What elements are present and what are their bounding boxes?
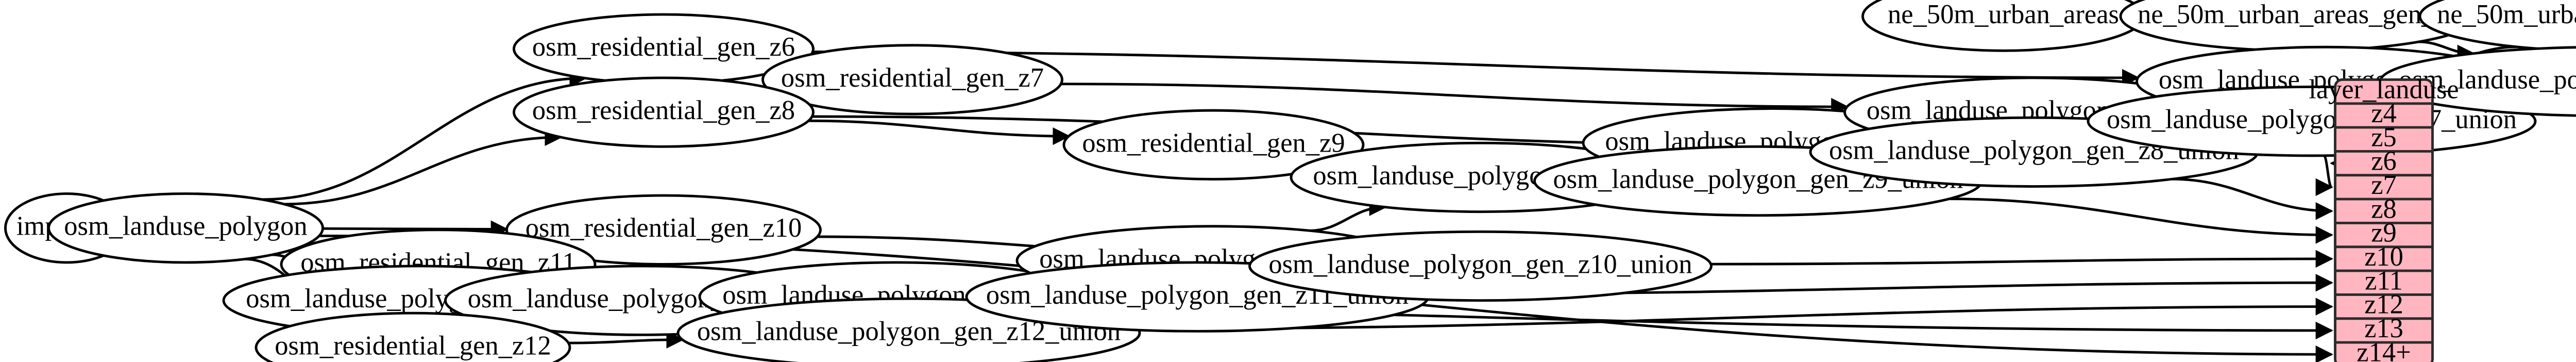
record-row-z4[interactable]: z4 — [2371, 98, 2397, 128]
node-ellipse — [2418, 0, 2576, 52]
node-label: osm_landuse_polygon — [64, 211, 307, 241]
edge-osm_landuse_polygon_gen_z9_union--to--layer_landuse_z9 — [1949, 198, 2333, 244]
edge-osm_landuse_polygon_gen_z7_union--to--layer_landuse_z7 — [2315, 154, 2333, 196]
record-row-z6[interactable]: z6 — [2371, 146, 2397, 176]
edge-osm_landuse_polygon_gen_z10_union--to--layer_landuse_z10 — [1710, 250, 2333, 268]
node-label: ne_50m_urban_areas — [1888, 0, 2119, 29]
record-row-z14plus[interactable]: z14+ — [2357, 337, 2411, 362]
node-label: osm_residential_gen_z8 — [532, 95, 795, 125]
node-ellipse — [1062, 109, 1365, 180]
node-ne_50m_urban_areas_gen_z4[interactable]: ne_50m_urban_areas_gen_z4 — [2418, 0, 2576, 52]
edge-osm_residential_gen_z12--to--osm_landuse_polygon_gen_z12_union — [568, 331, 684, 349]
node-label: osm_residential_gen_z7 — [781, 63, 1044, 93]
node-label: osm_residential_gen_z6 — [532, 32, 795, 62]
node-osm_residential_gen_z10[interactable]: osm_residential_gen_z10 — [505, 194, 822, 266]
record-row-z8[interactable]: z8 — [2371, 194, 2397, 224]
node-osm_landuse_polygon_gen_z10_union[interactable]: osm_landuse_polygon_gen_z10_union — [1248, 230, 1713, 302]
record-row-z11[interactable]: z11 — [2365, 266, 2403, 295]
node-osm_residential_gen_z6[interactable]: osm_residential_gen_z6 — [513, 13, 815, 85]
node-osm_residential_gen_z12[interactable]: osm_residential_gen_z12 — [255, 311, 571, 362]
node-label: osm_residential_gen_z9 — [1082, 128, 1345, 158]
node-ellipse — [505, 194, 822, 266]
edge-osm_residential_gen_z8--to--osm_residential_gen_z9 — [808, 119, 1071, 145]
record-row-z13[interactable]: z13 — [2364, 314, 2403, 343]
nodes-layer: imposm3osm_landuse_polygonosm_residentia… — [4, 0, 2576, 362]
edge-osm_landuse_polygon_gen_z8_union--to--layer_landuse_z8 — [2172, 177, 2333, 220]
edge-osm_landuse_polygon--to--osm_residential_gen_z6 — [262, 69, 587, 201]
record-row-z10[interactable]: z10 — [2364, 242, 2403, 272]
node-ellipse — [513, 76, 815, 148]
record-row-z5[interactable]: z5 — [2371, 122, 2397, 152]
node-label: osm_residential_gen_z10 — [526, 213, 802, 243]
edge-osm_landuse_polygon_gen_z12_union--to--layer_landuse_z12 — [1138, 298, 2333, 331]
node-ellipse — [255, 311, 571, 362]
node-label: osm_landuse_polygon_gen_z10_union — [1268, 249, 1692, 279]
node-label: ne_50m_urban_areas_gen_z4 — [2437, 0, 2576, 29]
edge-osm_residential_gen_z6--to--osm_landuse_polygon_gen_z6 — [812, 50, 2140, 87]
node-osm_residential_gen_z9[interactable]: osm_residential_gen_z9 — [1062, 109, 1365, 180]
node-osm_residential_gen_z7[interactable]: osm_residential_gen_z7 — [761, 44, 1063, 116]
record-node-layer: layer_landusez4z5z6z7z8z9z10z11z12z13z14… — [2309, 75, 2459, 362]
node-label: ne_50m_urban_areas_gen_z5 — [2138, 0, 2461, 29]
node-ellipse — [1248, 230, 1713, 302]
node-ne_50m_urban_areas[interactable]: ne_50m_urban_areas — [1861, 0, 2145, 52]
node-osm_residential_gen_z8[interactable]: osm_residential_gen_z8 — [513, 76, 815, 148]
edge-osm_landuse_polygon--to--osm_residential_gen_z8 — [284, 128, 563, 206]
edge-osm_landuse_polygon_gen_z10--to--osm_landuse_polygon_gen_z9 — [1310, 198, 1387, 232]
edge-osm_residential_gen_z7--to--osm_landuse_polygon_gen_z7 — [1061, 83, 1849, 116]
node-ellipse — [47, 192, 324, 264]
record-node-layer-landuse[interactable]: layer_landusez4z5z6z7z8z9z10z11z12z13z14… — [2309, 75, 2459, 362]
record-row-z9[interactable]: z9 — [2371, 218, 2397, 248]
node-osm_landuse_polygon[interactable]: osm_landuse_polygon — [47, 192, 324, 264]
node-label: osm_landuse_polygon_gen_z7_union — [2107, 105, 2517, 135]
node-label: osm_residential_gen_z12 — [275, 331, 551, 360]
node-ellipse — [761, 44, 1063, 116]
record-header-label: layer_landuse — [2309, 75, 2459, 105]
record-row-z12[interactable]: z12 — [2364, 290, 2403, 320]
edge-osm_landuse_polygon--to--osm_residential_gen_z10 — [323, 220, 509, 238]
record-row-z7[interactable]: z7 — [2371, 170, 2397, 200]
